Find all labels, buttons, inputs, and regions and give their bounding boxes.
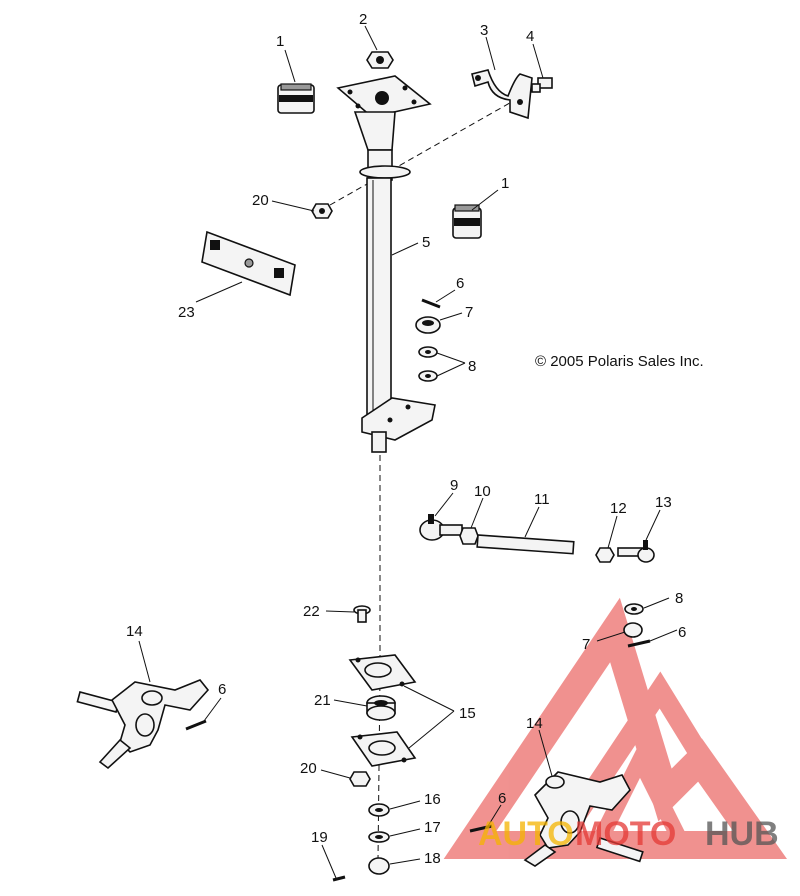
- centerline-column-to-bracket: [329, 99, 516, 206]
- callout-7-lower: 7: [582, 636, 590, 653]
- castle-nut-7-upper: [415, 316, 441, 334]
- castle-nut-7-lower: [623, 622, 643, 638]
- callout-21: 21: [314, 692, 331, 709]
- watermark-brand: AUTO MOTO HUB: [478, 815, 779, 853]
- tie-rod-end-13: [617, 540, 655, 563]
- callout-8-upper: 8: [468, 358, 476, 375]
- callout-13: 13: [655, 494, 672, 511]
- callout-15: 15: [459, 705, 476, 722]
- steering-column-5: [336, 75, 436, 453]
- callout-7-upper: 7: [465, 304, 473, 321]
- washer-8-lower: [624, 603, 644, 615]
- callout-11: 11: [534, 491, 550, 508]
- callout-labels: 1 2 3 4 1 20 5 23 6 7 8 © 2005 Polaris S…: [126, 11, 704, 867]
- callout-23: 23: [178, 304, 195, 321]
- cotter-pin-6-lower-right: [627, 639, 651, 648]
- leader-lines: [138, 25, 678, 879]
- callout-20-upper: 20: [252, 192, 269, 209]
- tie-rod-end-9: [419, 514, 463, 541]
- washer-17: [368, 831, 390, 843]
- bushing-1-upper: [277, 83, 315, 114]
- callout-14-left: 14: [126, 623, 143, 640]
- bearing-21: [366, 695, 396, 721]
- watermark-auto: AUTO: [478, 815, 574, 853]
- bolt-22: [353, 605, 371, 623]
- callout-10: 10: [474, 483, 491, 500]
- callout-6-right: 6: [498, 790, 506, 807]
- callout-6-left: 6: [218, 681, 226, 698]
- callout-2: 2: [359, 11, 367, 28]
- copyright-text: © 2005 Polaris Sales Inc.: [535, 353, 704, 370]
- tie-rod-11: [476, 534, 575, 555]
- watermark-logo: [443, 597, 788, 859]
- spindle-14-right: [523, 771, 644, 867]
- cotter-pin-6-right: [469, 824, 493, 833]
- callout-9: 9: [450, 477, 458, 494]
- jam-nut-10: [459, 527, 479, 545]
- callout-22: 22: [303, 603, 320, 620]
- callout-19: 19: [311, 829, 328, 846]
- cotter-pin-6-upper: [421, 298, 441, 309]
- callout-8-lower: 8: [675, 590, 683, 607]
- watermark-triangle-small: [592, 742, 688, 844]
- callout-6-lower-right: 6: [678, 624, 686, 641]
- spindle-14-left: [76, 679, 210, 770]
- watermark-moto: MOTO: [575, 815, 676, 853]
- bearing-flange-15-upper: [348, 654, 417, 691]
- callout-6-upper: 6: [456, 275, 464, 292]
- callout-4: 4: [526, 28, 534, 45]
- cotter-pin-19: [332, 875, 346, 882]
- nut-2: [366, 51, 394, 69]
- cotter-pin-6-left: [185, 719, 207, 731]
- callout-18: 18: [424, 850, 441, 867]
- castle-nut-18: [368, 857, 390, 875]
- callout-16: 16: [424, 791, 441, 808]
- callout-1-right: 1: [501, 175, 509, 192]
- nut-20-upper: [311, 203, 333, 219]
- nut-20-lower: [349, 771, 371, 787]
- bearing-flange-15-lower: [350, 731, 417, 767]
- callout-14-right: 14: [526, 715, 543, 732]
- plate-23: [201, 230, 296, 297]
- watermark-hub: HUB: [705, 815, 779, 853]
- callout-12: 12: [610, 500, 627, 517]
- washers-8-upper: [418, 346, 438, 382]
- callout-5: 5: [422, 234, 430, 251]
- callout-3: 3: [480, 22, 488, 39]
- callout-20-lower: 20: [300, 760, 317, 777]
- seal-16: [368, 803, 390, 817]
- callout-17: 17: [424, 819, 441, 836]
- clamp-3: [471, 69, 533, 120]
- callout-1-upper: 1: [276, 33, 284, 50]
- jam-nut-12: [595, 547, 615, 563]
- bushing-1-right: [452, 204, 482, 239]
- bolt-4: [531, 77, 553, 93]
